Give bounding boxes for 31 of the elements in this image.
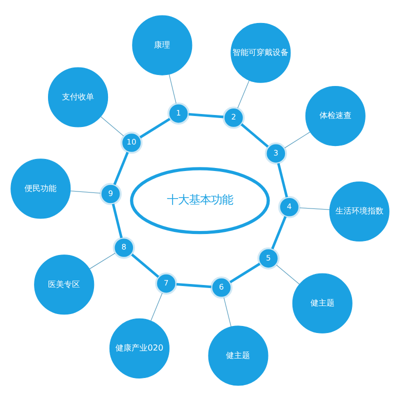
connector: [284, 131, 310, 148]
connector: [139, 117, 170, 138]
connector: [131, 253, 160, 278]
connector: [168, 73, 176, 104]
node-circle: 智能可穿戴设备: [230, 22, 291, 82]
node-circle: 健主题: [292, 272, 352, 333]
node-circle: 便民功能: [10, 158, 71, 218]
connector: [276, 264, 300, 284]
connector: [237, 80, 250, 108]
node-ellipse: 十大基本功能: [130, 166, 270, 234]
node-circle: 康理: [132, 14, 192, 75]
connector: [229, 262, 260, 283]
connector: [299, 206, 330, 210]
connector: [100, 116, 124, 136]
connector: [150, 292, 163, 321]
node-circle: 健主题: [208, 325, 268, 386]
connector: [277, 162, 288, 197]
connector: [113, 151, 129, 185]
node-circle: 支付收单: [48, 66, 108, 127]
connector: [176, 282, 212, 288]
node-circle: 医美专区: [34, 254, 94, 314]
connector: [112, 203, 123, 238]
node-circle: 健康产业020: [109, 318, 170, 378]
node-circle: 生活环境指数: [329, 180, 390, 242]
connector: [271, 216, 287, 249]
connector: [188, 112, 224, 118]
node-circle: 体检速查: [305, 85, 366, 146]
connector: [70, 190, 101, 194]
connector: [89, 252, 116, 269]
connector: [224, 296, 232, 327]
connector: [240, 122, 269, 148]
